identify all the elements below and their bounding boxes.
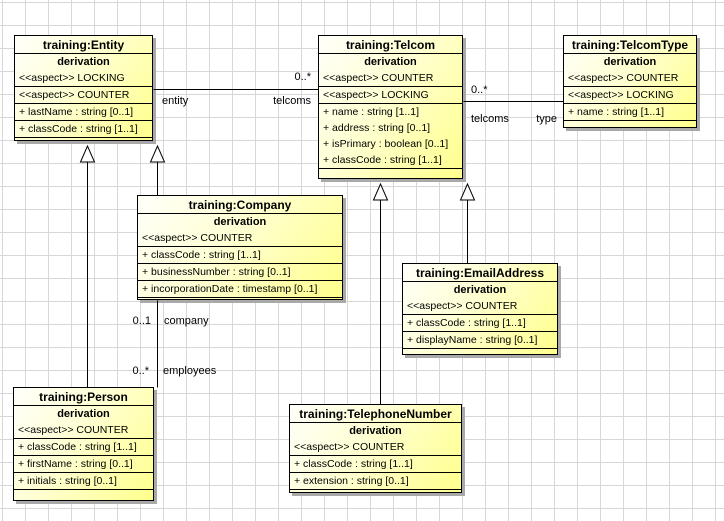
class-row-attr: + classCode : string [1..1]: [403, 315, 557, 332]
class-row-aspect: <<aspect>> COUNTER: [14, 422, 153, 439]
class-row-attr: + classCode : string [1..1]: [138, 247, 342, 264]
edge-label-telcoms: telcoms: [273, 95, 311, 107]
edge-label-0: 0..*: [471, 84, 488, 96]
edge-label-employees: employees: [163, 365, 217, 377]
class-row-aspect: <<aspect>> LOCKING: [564, 87, 696, 104]
class-row-attr: + classCode : string [1..1]: [14, 439, 153, 456]
generalization-company-to-entity[interactable]: [149, 144, 166, 195]
class-row-aspect: <<aspect>> COUNTER: [138, 230, 342, 247]
class-title-telcomtype: training:TelcomType: [564, 36, 696, 54]
generalization-triangle-icon: [372, 182, 389, 201]
class-row-aspect: <<aspect>> LOCKING: [319, 87, 462, 104]
edge-label-telcoms: telcoms: [471, 113, 509, 125]
class-row-aspect: <<aspect>> COUNTER: [564, 70, 696, 87]
class-row-attr: + classCode : string [1..1]: [290, 456, 461, 473]
class-row-attr: + isPrimary : boolean [0..1]: [323, 138, 449, 150]
class-row-attr: + incorporationDate : timestamp [0..1]: [138, 281, 342, 298]
generalization-triangle-icon: [79, 144, 96, 163]
class-row-attr: + classCode : string [1..1]: [319, 152, 462, 169]
class-row-sub: derivation: [213, 216, 267, 228]
generalization-person-to-entity[interactable]: [79, 144, 96, 387]
class-title-telcom: training:Telcom: [319, 36, 462, 54]
class-row-attr: + name : string [1..1]: [564, 104, 696, 121]
class-node-telephonenumber[interactable]: training:TelephoneNumber derivation <<aspe…: [289, 404, 462, 493]
class-row-aspect: <<aspect>> COUNTER: [290, 439, 461, 456]
class-row-aspect: <<aspect>> LOCKING: [15, 70, 152, 87]
class-row-attr: + classCode : string [1..1]: [15, 121, 152, 138]
generalization-telephonenumber-to-telcom[interactable]: [372, 182, 389, 404]
class-row-attr: + initials : string [0..1]: [14, 473, 153, 490]
edge-label-0: 0..*: [294, 71, 311, 83]
edge-label-company: company: [164, 315, 209, 327]
edge-label-type: type: [536, 113, 557, 125]
edge-label-entity: entity: [162, 95, 189, 107]
class-row-sub: derivation: [364, 56, 417, 68]
generalization-triangle-icon: [459, 182, 476, 201]
generalization-emailaddress-to-telcom[interactable]: [459, 182, 476, 263]
class-title-emailaddress: training:EmailAddress: [403, 264, 557, 282]
class-row-sub: derivation: [453, 284, 507, 296]
class-title-telephonenumber: training:TelephoneNumber: [290, 405, 461, 423]
class-row-attr: + extension : string [0..1]: [290, 473, 461, 490]
class-node-person[interactable]: training:Person derivation <<aspect>> COUN…: [13, 387, 154, 501]
class-node-entity[interactable]: training:Entity derivation <<aspect>> LOCK…: [14, 35, 153, 141]
generalization-triangle-icon: [149, 144, 166, 163]
class-row-attr: + name : string [1..1]: [323, 106, 420, 118]
class-row-attr: + businessNumber : string [0..1]: [138, 264, 342, 281]
class-row-sub: derivation: [57, 56, 110, 68]
class-title-company: training:Company: [138, 196, 342, 214]
class-row-aspect: <<aspect>> COUNTER: [403, 298, 557, 315]
class-node-emailaddress[interactable]: training:EmailAddress derivation <<aspect>…: [402, 263, 558, 355]
class-row-attr: + displayName : string [0..1]: [403, 332, 557, 349]
edge-label-01: 0..1: [132, 315, 151, 327]
class-row-sub: derivation: [57, 408, 110, 420]
class-node-company[interactable]: training:Company derivation <<aspect>> COU…: [137, 195, 343, 300]
class-title-entity: training:Entity: [15, 36, 152, 54]
class-row-attr: + address : string [0..1]: [323, 122, 431, 134]
class-row-attr: + firstName : string [0..1]: [14, 456, 153, 473]
class-node-telcomtype[interactable]: training:TelcomType derivation <<aspect>> …: [563, 35, 697, 128]
class-row-sub: derivation: [603, 56, 657, 68]
class-row-aspect: <<aspect>> COUNTER: [319, 70, 462, 87]
class-row-sub: derivation: [349, 425, 402, 437]
class-node-telcom[interactable]: training:Telcom derivation <<aspect>> COUN…: [318, 35, 463, 179]
class-row-aspect: <<aspect>> COUNTER: [15, 87, 152, 104]
edge-label-0: 0..*: [132, 365, 149, 377]
class-title-person: training:Person: [14, 388, 153, 406]
class-row-attr: + lastName : string [0..1]: [15, 104, 152, 121]
